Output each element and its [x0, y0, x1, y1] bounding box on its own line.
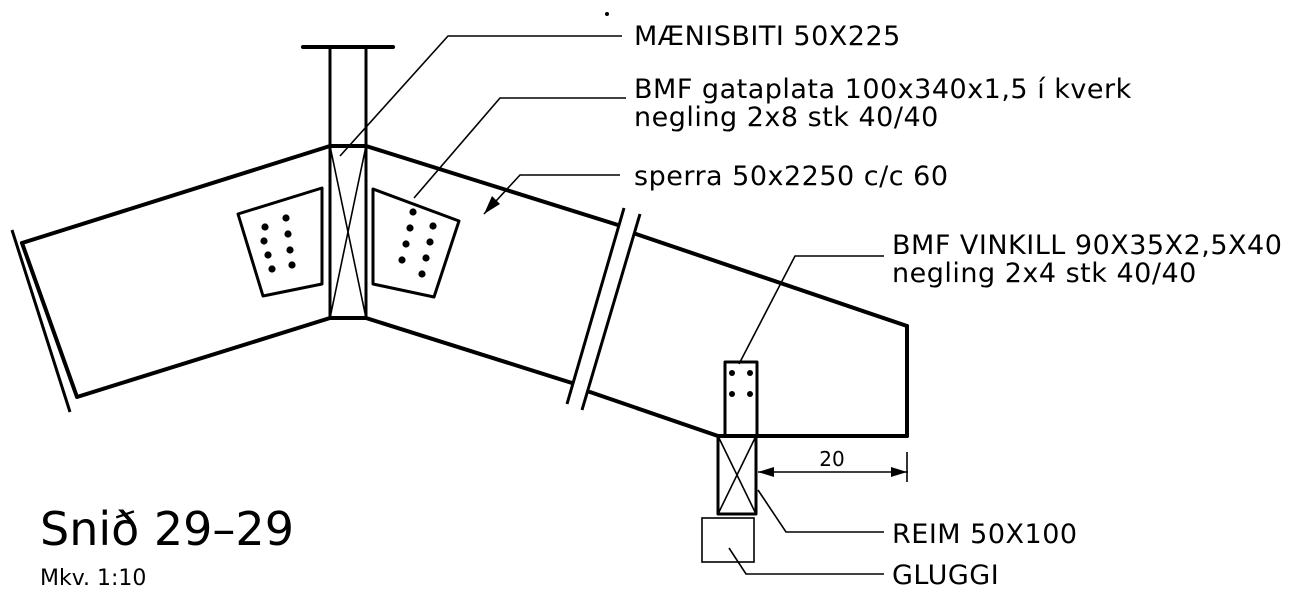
angle-bracket: [723, 360, 759, 438]
scale-label: Mkv. 1:10: [40, 566, 146, 591]
dimension-value: 20: [819, 447, 844, 471]
left-rafter: [10, 144, 332, 413]
label-maenisbiti: MÆNISBITI 50X225: [634, 21, 901, 52]
label-sperra: sperra 50x2250 c/c 60: [634, 161, 949, 192]
label-gataplata-line2: negling 2x8 stk 40/40: [634, 102, 939, 133]
label-gataplata-line1: BMF gataplata 100x340x1,5 í kverk: [634, 74, 1132, 105]
ridge-post: [301, 45, 395, 320]
overhang-dimension: 20: [758, 447, 908, 482]
label-vinkill-line2: negling 2x4 stk 40/40: [892, 258, 1197, 289]
label-reim: REIM 50X100: [892, 519, 1078, 550]
leader-lines: [339, 35, 884, 575]
gusset-plate-left: [236, 186, 324, 298]
stray-dot: [605, 12, 609, 16]
section-title: Snið 29–29: [40, 502, 294, 556]
window-frame: [701, 517, 755, 563]
label-gluggi: GLUGGI: [892, 560, 999, 591]
gusset-plate-right: [371, 187, 461, 299]
label-vinkill-line1: BMF VINKILL 90X35X2,5X40: [892, 230, 1282, 261]
right-rafter: [364, 144, 909, 438]
wall-plate-beam: [716, 434, 758, 516]
